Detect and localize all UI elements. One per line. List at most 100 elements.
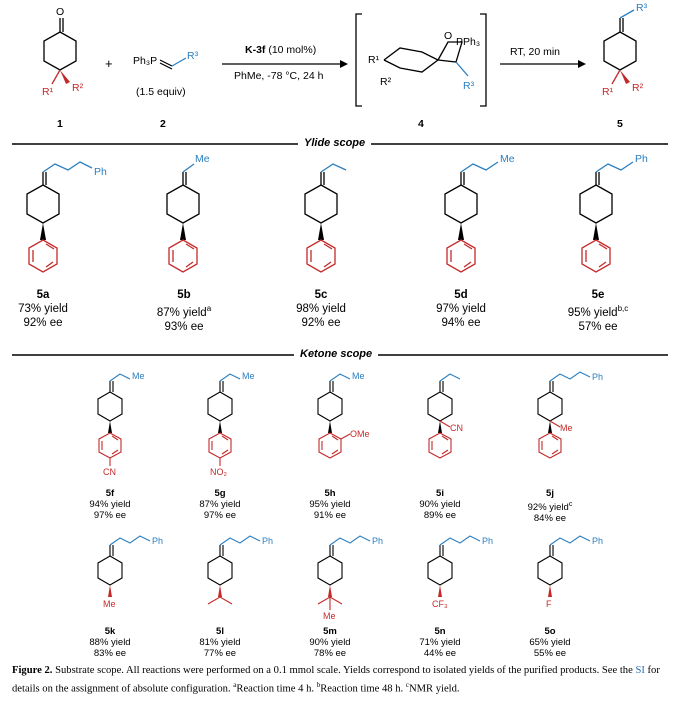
ee: 84% ee (533, 513, 567, 525)
yield: 73% yield (18, 303, 68, 315)
structure-5o (537, 535, 591, 597)
compound-id: 5o (544, 626, 556, 637)
substituent-5g: NO₂ (210, 467, 227, 477)
compound-number-1: 1 (57, 118, 63, 130)
compound-number-2: 2 (160, 118, 166, 130)
compound-id: 5m (323, 626, 337, 637)
ketone-1 (43, 18, 77, 85)
ylide-ph3p: Ph₃P (133, 55, 158, 67)
yield: 87% yield (199, 499, 241, 510)
structure-5h (317, 373, 351, 459)
ee: 83% ee (93, 648, 127, 659)
ylide-2 (159, 57, 187, 70)
yield: 81% yield (199, 637, 241, 648)
r1-label-int: R¹ (368, 54, 380, 66)
plus-sign: + (105, 56, 113, 71)
ee: 92% ee (301, 317, 341, 329)
caption-text-2: for details on the assignment of absolut… (12, 665, 660, 695)
si-link[interactable]: SI (635, 665, 645, 676)
sidechain-5f: Me (132, 371, 145, 381)
compound-5l: 5l 81% yield 77% ee (190, 626, 250, 659)
ee: 91% ee (313, 510, 347, 521)
compound-5f: 5f 94% yield 97% ee (80, 488, 140, 521)
compound-id: 5h (324, 488, 336, 499)
catalyst-name: K-3f (245, 44, 266, 56)
substituent-5m: Me (323, 611, 336, 621)
ee: 92% ee (23, 317, 63, 329)
compound-5e: 5e 95% yieldb,c 57% ee (558, 288, 638, 334)
compound-id: 5j (546, 488, 554, 499)
oxaphosphetane-o: O (444, 30, 453, 42)
sidechain-5o: Ph (592, 536, 604, 546)
footnote-mark: c (568, 501, 573, 508)
r2-label-product: R² (632, 82, 644, 94)
note-b: Reaction time 48 h. (320, 683, 404, 695)
ee: 93% ee (164, 320, 204, 333)
ketone-scope-header: Ketone scope (294, 348, 379, 360)
figure-caption: Figure 2. Substrate scope. All reactions… (12, 664, 668, 697)
compound-5h: 5h 95% yield 91% ee (300, 488, 360, 521)
structure-5i (427, 373, 461, 459)
compound-id: 5g (214, 488, 226, 499)
compound-id: 5l (216, 626, 224, 637)
yield: 95% yieldb,c (558, 302, 638, 320)
substituent-5n: CF₃ (432, 599, 448, 609)
structure-5k (97, 535, 151, 597)
o-label-ketone: O (56, 6, 65, 18)
r2-label-ketone: R² (72, 82, 84, 94)
compound-5c: 5c 98% yield 92% ee (291, 288, 351, 330)
ee: 44% ee (423, 648, 457, 659)
caption-text-1: Substrate scope. All reactions were perf… (55, 665, 633, 676)
intermediate-bracket (355, 13, 487, 107)
compound-5g: 5g 87% yield 97% ee (190, 488, 250, 521)
sidechain-5h: Me (352, 371, 365, 381)
substituent-5o: F (546, 599, 552, 609)
ylide-scope-header: Ylide scope (298, 137, 372, 149)
yield: 98% yield (296, 303, 346, 315)
substituent-5j: Me (560, 423, 573, 433)
structure-5j (537, 371, 591, 459)
ee: 89% ee (423, 510, 457, 521)
reaction-arrow-1 (222, 60, 348, 68)
r1-label-product: R¹ (602, 86, 614, 98)
yield: 71% yield (419, 637, 461, 648)
r2-label-int: R² (380, 76, 392, 88)
r1-label-ketone: R¹ (42, 86, 54, 98)
sidechain-5l: Ph (262, 536, 274, 546)
ylide-equiv: (1.5 equiv) (136, 86, 186, 98)
sidechain-5m: Ph (372, 536, 384, 546)
step2-conditions: RT, 20 min (510, 46, 560, 58)
yield: 92% yieldc (514, 499, 586, 513)
compound-id: 5k (104, 626, 116, 637)
yield: 95% yield (309, 499, 351, 510)
sidechain-5a: Ph (94, 166, 107, 178)
compound-5j: 5j 92% yieldc 84% ee (514, 488, 586, 524)
compound-number-4: 4 (418, 118, 424, 130)
structure-5l (207, 535, 261, 605)
catalyst-loading: (10 mol%) (268, 44, 317, 56)
figure-label: Figure 2. (12, 665, 53, 676)
sidechain-5g: Me (242, 371, 255, 381)
compound-id: 5d (454, 289, 468, 301)
yield: 94% yield (89, 499, 131, 510)
substituent-5f: CN (103, 467, 116, 477)
yield: 87% yielda (148, 302, 220, 320)
compound-5o: 5o 65% yield 55% ee (520, 626, 580, 659)
compound-5m: 5m 90% yield 78% ee (300, 626, 360, 659)
compound-5b: 5b 87% yielda 93% ee (148, 288, 220, 334)
yield: 90% yield (419, 499, 461, 510)
catalyst-label: K-3f (10 mol%) (245, 44, 316, 56)
ee: 78% ee (313, 648, 347, 659)
reaction-conditions: PhMe, -78 °C, 24 h (234, 70, 324, 82)
note-a: Reaction time 4 h. (236, 683, 315, 695)
r3-label-ylide: R³ (187, 50, 199, 62)
ee: 77% ee (203, 648, 237, 659)
footnote-mark: b,c (617, 304, 629, 313)
product-5 (603, 9, 637, 85)
structure-5f (97, 373, 131, 466)
substituent-5i: CN (450, 423, 463, 433)
structure-5m (317, 535, 371, 610)
compound-5k: 5k 88% yield 83% ee (80, 626, 140, 659)
compound-5d: 5d 97% yield 94% ee (431, 288, 491, 330)
sidechain-5b: Me (195, 153, 210, 165)
